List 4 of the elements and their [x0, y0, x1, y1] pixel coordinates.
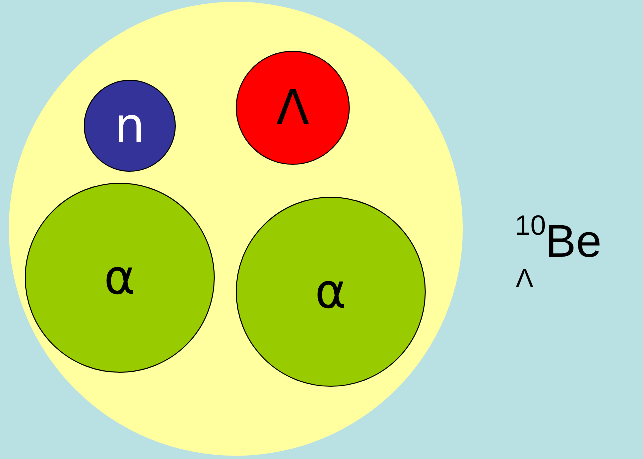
- particle-symbol: Λ: [276, 84, 310, 132]
- particle-symbol: n: [114, 102, 146, 150]
- particle-symbol: α: [104, 254, 136, 302]
- particle-symbol: α: [315, 268, 347, 316]
